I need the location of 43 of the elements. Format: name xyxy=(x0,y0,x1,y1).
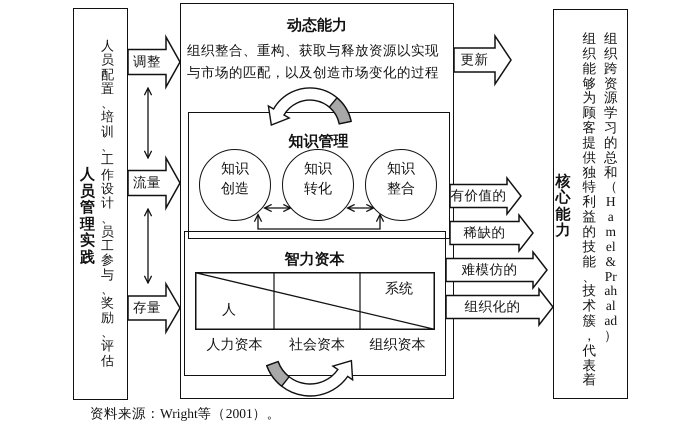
edge-label: 流量 xyxy=(133,175,161,191)
edge-label: 有价值的 xyxy=(450,188,506,204)
description: 组织能够为顾客提供独特利益的技能、技术簇，代表着组织跨资源学习的总和（Hamel & Prahalad） xyxy=(582,32,618,390)
double-arrow xyxy=(264,204,292,212)
double-arrow xyxy=(254,214,384,230)
group-frame xyxy=(184,230,446,376)
edge-label: 调整 xyxy=(133,54,161,70)
description: 人员配置、培训、工作设计、员工参与、奖励、评估 xyxy=(101,39,114,368)
edge-label: 稀缺的 xyxy=(464,225,506,241)
block-arrow xyxy=(445,250,548,290)
node-label: 知识转化 xyxy=(303,160,333,199)
node-label: 知识创造 xyxy=(220,160,250,199)
text-panel xyxy=(553,9,628,399)
column-caption: 社会资本 xyxy=(289,337,345,355)
column-caption: 人力资本 xyxy=(206,337,262,355)
node-label: 系统 xyxy=(385,282,413,298)
split-rectangle xyxy=(195,272,435,330)
process-circle xyxy=(365,149,437,221)
heading: 智力资本 xyxy=(284,250,344,268)
block-arrow xyxy=(127,155,181,211)
column-caption: 组织资本 xyxy=(370,337,426,355)
heading: 人员管理实践 xyxy=(80,166,95,265)
heading: 动态能力 xyxy=(287,16,347,34)
block-arrow xyxy=(127,34,181,90)
process-circle xyxy=(282,149,354,221)
edge-label: 难模仿的 xyxy=(462,262,518,278)
process-circle xyxy=(199,149,271,221)
double-arrow xyxy=(346,204,374,212)
block-arrow xyxy=(445,286,554,328)
block-arrow xyxy=(449,212,534,254)
edge-label: 组织化的 xyxy=(464,299,520,315)
heading: 知识管理 xyxy=(288,132,348,150)
description: 组织整合、重构、获取与释放资源以实现与市场的匹配，以及创造市场变化的过程 xyxy=(187,42,440,82)
node-label: 人 xyxy=(222,303,236,319)
block-arrow xyxy=(127,281,181,335)
source-caption: 资料来源：Wright等（2001）。 xyxy=(90,405,281,423)
block-arrow xyxy=(449,176,522,216)
heading: 核心能力 xyxy=(556,172,570,238)
edge-label: 存量 xyxy=(133,300,161,316)
node-label: 知识整合 xyxy=(386,160,416,199)
block-arrow xyxy=(453,34,512,86)
edge-label: 更新 xyxy=(460,52,488,68)
text-panel xyxy=(73,8,128,400)
